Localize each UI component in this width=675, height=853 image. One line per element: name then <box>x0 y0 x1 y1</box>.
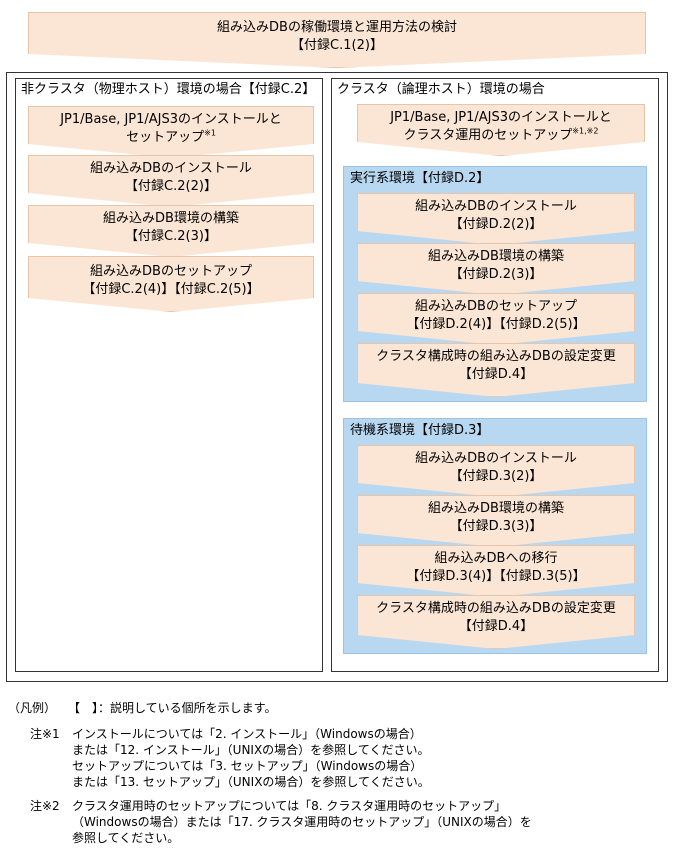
step-label: クラスタ構成時の組み込みDBの設定変更 <box>376 349 616 364</box>
step-label: JP1/Base, JP1/AJS3のインストールと <box>390 110 612 125</box>
step-label: 組み込みDB環境の構築 <box>428 501 564 516</box>
step-label: 組み込みDBのインストール <box>415 451 577 466</box>
step-reference: 【付録D.2(4)】【付録D.2(5)】 <box>406 317 586 332</box>
non-cluster-title: 非クラスタ（物理ホスト）環境の場合【付録C.2】 <box>21 82 316 97</box>
step-reference: 【付録D.4】 <box>458 619 534 634</box>
step-embedded-db-setup: 組み込みDBのセットアップ 【付録C.2(4)】【付録C.2(5)】 <box>28 256 314 312</box>
note-1-label: 注※1 <box>30 727 60 741</box>
step-label: 組み込みDBのセットアップ <box>90 264 252 279</box>
step-reference: 【付録C.2(4)】【付録C.2(5)】 <box>82 282 260 297</box>
note-2-label: 注※2 <box>30 799 60 813</box>
step-label: 組み込みDBへの移行 <box>434 551 558 566</box>
note-1-line: または「12. インストール」（UNIXの場合）を参照してください。 <box>72 743 430 757</box>
step-label: 組み込みDBのインストール <box>415 199 577 214</box>
note-2-line: 参照してください。 <box>72 831 180 845</box>
note-2-line: クラスタ運用時のセットアップについては「8. クラスタ運用時のセットアップ」 <box>72 799 507 813</box>
standby-environment-title: 待機系環境【付録D.3】 <box>350 423 490 438</box>
step-reference: 【付録D.3(3)】 <box>449 519 543 534</box>
step-label: 組み込みDB環境の構築 <box>103 211 239 226</box>
legend-text: 【 】：説明している個所を示します。 <box>68 701 277 715</box>
step-label: 組み込みDBの稼働環境と運用方法の検討 <box>217 20 457 35</box>
legend-label: （凡例） <box>8 701 57 715</box>
step-label: 組み込みDBのインストール <box>90 161 252 176</box>
footnote-mark: ※1,※2 <box>572 126 599 136</box>
step-reference: 【付録D.3(2)】 <box>449 469 543 484</box>
cluster-title: クラスタ（論理ホスト）環境の場合 <box>337 82 545 97</box>
step-label-2: クラスタ運用のセットアップ <box>403 128 573 143</box>
note-1-line: インストールについては「2. インストール」（Windowsの場合） <box>72 727 422 741</box>
step-label-2: セットアップ <box>126 130 205 145</box>
step-reference: 【付録C.2(3)】 <box>125 229 217 244</box>
step-reference: 【付録C.1(2)】 <box>291 38 383 53</box>
step-reference: 【付録D.4】 <box>458 367 534 382</box>
step-label: 組み込みDB環境の構築 <box>428 249 564 264</box>
step-label: 組み込みDBのセットアップ <box>415 299 577 314</box>
active-environment-title: 実行系環境【付録D.2】 <box>350 171 490 186</box>
step-reference: 【付録D.2(2)】 <box>449 217 543 232</box>
footnote-mark: ※1 <box>204 128 216 138</box>
note-1-line: または「13. セットアップ」（UNIXの場合）を参照してください。 <box>72 775 430 789</box>
step-reference: 【付録D.2(3)】 <box>449 267 543 282</box>
step-reference: 【付録C.2(2)】 <box>125 179 217 194</box>
note-2-line: （Windowsの場合）または「17. クラスタ運用時のセットアップ」（UNIX… <box>72 815 532 829</box>
step-label: クラスタ構成時の組み込みDBの設定変更 <box>376 601 616 616</box>
step-label: JP1/Base, JP1/AJS3のインストールと <box>60 112 282 127</box>
step-reference: 【付録D.3(4)】【付録D.3(5)】 <box>406 569 586 584</box>
step-review-environment: 組み込みDBの稼働環境と運用方法の検討 【付録C.1(2)】 <box>28 12 646 68</box>
note-1-line: セットアップについては「3. セットアップ」（Windowsの場合） <box>72 759 423 773</box>
